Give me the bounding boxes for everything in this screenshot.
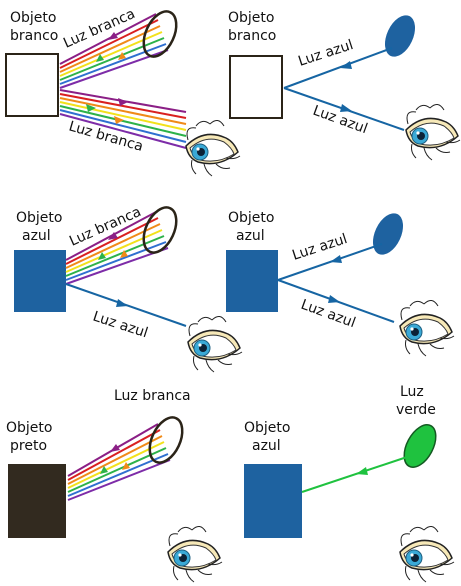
panel-6-light-label-line-2: verde [396, 402, 436, 418]
white-object-box [5, 53, 59, 117]
incident-arrow-head [330, 255, 342, 263]
panel-white-object-white-light: Objeto branco Luz branca [5, 5, 241, 177]
blue-light-lamp-icon [384, 15, 416, 57]
incident-blue-ray [283, 47, 393, 89]
panel-black-object-white-light: Objeto preto Luz branca [6, 388, 223, 583]
reflected-rainbow-beam [59, 89, 187, 149]
panel-blue-object-white-light: Objeto azul Luz branca Luz azul [14, 201, 243, 373]
eye-icon [185, 119, 241, 177]
blue-object-box [14, 250, 66, 312]
incident-arrow-head [356, 467, 368, 475]
panel-4-reflected-label: Luz azul [299, 297, 358, 332]
eye-icon [405, 103, 461, 161]
panel-5-incident-label: Luz branca [114, 388, 191, 404]
incident-arrow-head [340, 61, 352, 69]
reflected-arrow-head [328, 295, 340, 303]
panel-6-light-label-line-1: Luz [400, 384, 424, 400]
panel-3-reflected-label: Luz azul [91, 309, 150, 342]
panel-2-object-label-line-2: branco [228, 28, 276, 44]
blue-object-box [226, 250, 278, 312]
panel-3-object-label-line-2: azul [22, 228, 51, 244]
panel-blue-object-blue-light: Objeto azul Luz azul Luz azul [226, 210, 455, 357]
panel-2-object-label-line-1: Objeto [228, 10, 274, 26]
panel-5-object-label-line-1: Objeto [6, 420, 52, 436]
black-object-box [8, 464, 66, 538]
green-light-lamp-icon [403, 424, 437, 468]
panel-1-object-label-line-1: Objeto [10, 10, 56, 26]
panel-4-object-label-line-1: Objeto [228, 210, 274, 226]
incident-rainbow-beam [65, 211, 169, 285]
reflected-arrow-head [116, 299, 128, 307]
panel-blue-object-green-light: Luz verde Objeto azul [244, 384, 455, 583]
eye-icon [399, 299, 455, 357]
reflected-arrow-head [340, 104, 352, 112]
incident-rainbow-beam [59, 13, 169, 89]
panel-white-object-blue-light: Objeto branco Luz azul Luz azul [228, 10, 461, 161]
incident-rainbow-beam [67, 423, 171, 501]
eye-icon [187, 315, 243, 373]
panel-5-object-label-line-2: preto [10, 438, 47, 454]
white-object-box [229, 55, 283, 119]
eye-icon [167, 525, 223, 583]
panel-3-object-label-line-1: Objeto [16, 210, 62, 226]
eye-icon [399, 525, 455, 583]
panel-4-object-label-line-2: azul [236, 228, 265, 244]
white-light-lamp-icon [141, 411, 191, 469]
panel-6-object-label-line-1: Objeto [244, 420, 290, 436]
blue-object-box [244, 464, 302, 538]
white-light-lamp-icon [135, 5, 185, 63]
panel-6-object-label-line-2: azul [252, 438, 281, 454]
blue-light-lamp-icon [372, 213, 404, 255]
panel-1-object-label-line-2: branco [10, 28, 58, 44]
